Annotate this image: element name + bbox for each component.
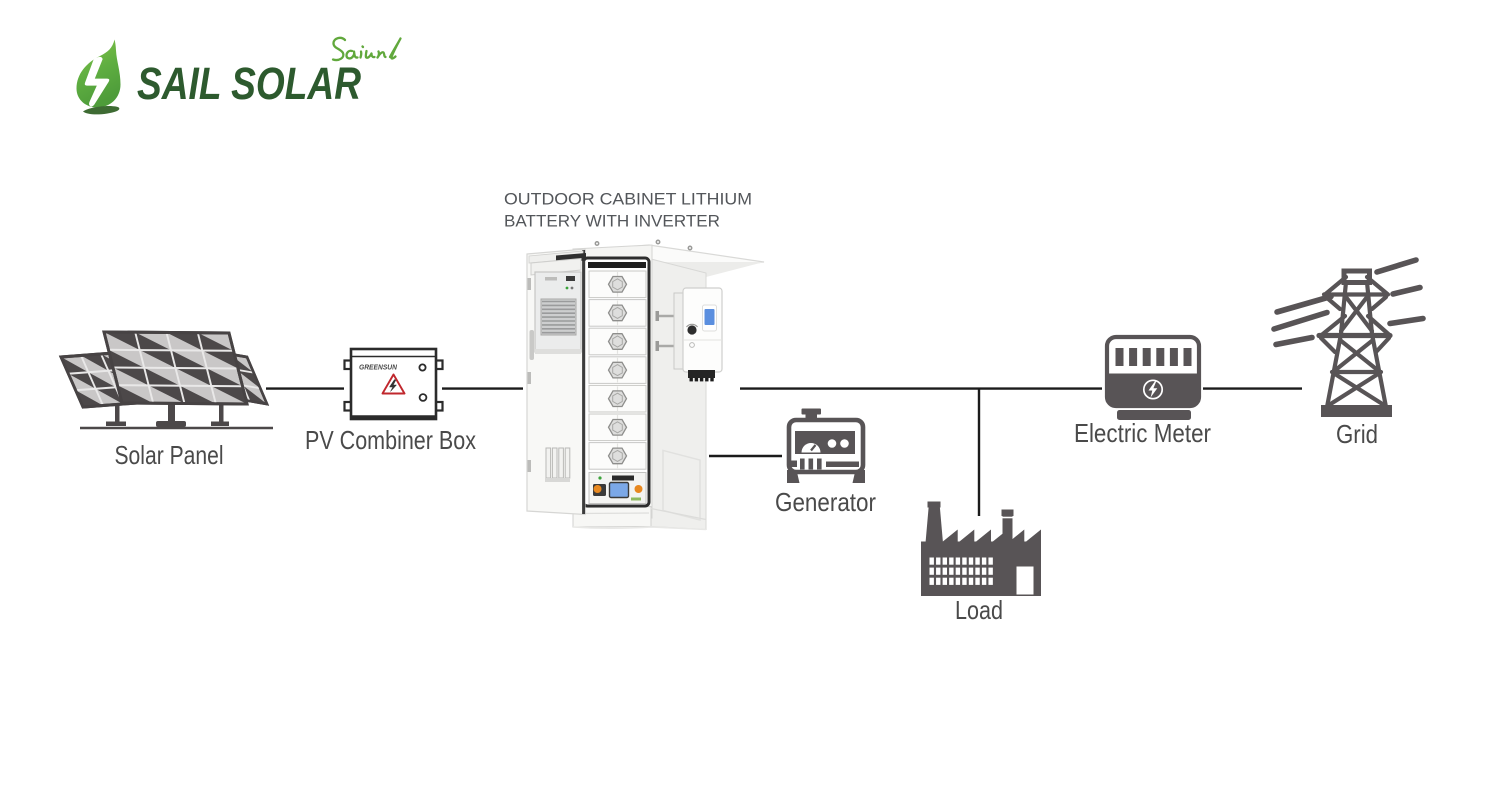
svg-text:Solar Panel: Solar Panel	[115, 440, 224, 470]
svg-text:GREENSUN: GREENSUN	[359, 363, 398, 372]
svg-text:OUTDOOR CABINET LITHIUM: OUTDOOR CABINET LITHIUM	[504, 190, 752, 209]
svg-text:Load: Load	[955, 595, 1003, 625]
svg-text:Grid: Grid	[1336, 419, 1378, 449]
svg-text:PV Combiner Box: PV Combiner Box	[305, 425, 476, 455]
svg-text:Electric Meter: Electric Meter	[1074, 418, 1211, 448]
svg-text:BATTERY WITH INVERTER: BATTERY WITH INVERTER	[504, 212, 720, 231]
svg-text:SAIL SOLAR: SAIL SOLAR	[137, 58, 361, 109]
svg-text:Generator: Generator	[775, 487, 876, 517]
